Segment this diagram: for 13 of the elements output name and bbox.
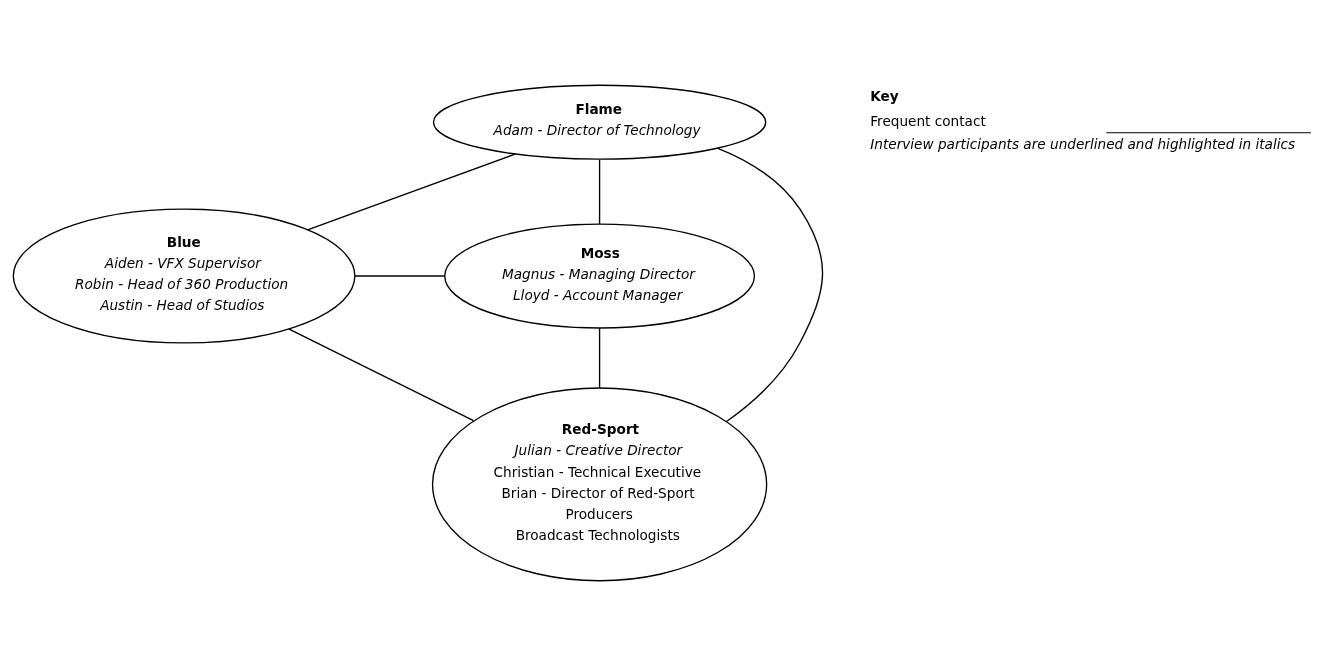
connector	[598, 326, 601, 389]
connector	[717, 147, 824, 422]
connector	[354, 274, 445, 277]
connector	[598, 158, 601, 225]
node-ellipse: Flame Adam - Director of Technology	[432, 84, 767, 160]
connector	[306, 152, 516, 231]
node-ellipse: Moss Magnus - Managing Director Lloyd - Account Manager	[444, 222, 756, 329]
node-ellipse: Blue Aiden - VFX Supervisor Robin - Head of 360 Production Austin - Head of Studios	[12, 207, 356, 344]
node-ellipse: Red-Sport Julian - Creative Director Christian - Technical Executive Brian - Director of Red-Sport Producers Broadcast Technologists	[431, 386, 768, 581]
legend-label: Frequent contact	[870, 112, 986, 129]
connector	[288, 327, 475, 421]
label: Interview participants are underlined and highlighted in italics	[870, 135, 1296, 152]
label: Key	[870, 87, 899, 104]
